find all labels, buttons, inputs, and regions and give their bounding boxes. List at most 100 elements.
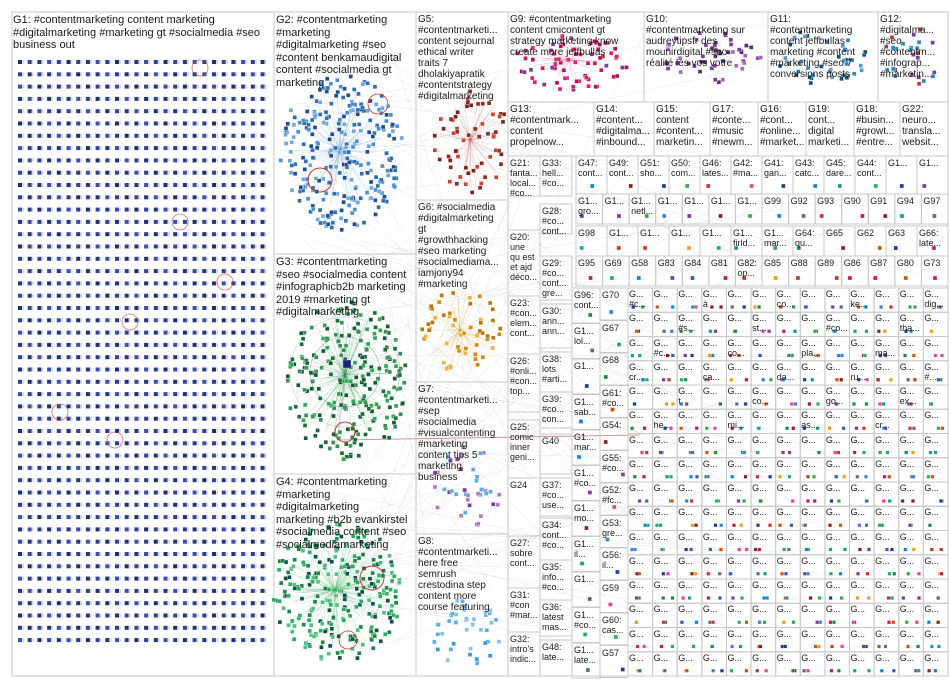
- graph-node: [28, 158, 32, 162]
- group-box-micro: [702, 579, 727, 603]
- graph-node: [154, 281, 158, 285]
- graph-node-shadow: [139, 85, 141, 89]
- graph-node: [18, 601, 22, 605]
- graph-node-shadow: [207, 577, 209, 581]
- graph-node: [57, 331, 61, 335]
- graph-node: [183, 454, 187, 458]
- graph-node-shadow: [119, 245, 121, 249]
- graph-node: [604, 375, 608, 379]
- graph-node: [806, 499, 810, 503]
- graph-node: [47, 589, 51, 593]
- graph-node-shadow: [226, 208, 228, 212]
- graph-node-shadow: [22, 195, 24, 199]
- graph-node: [67, 60, 71, 64]
- graph-node-shadow: [197, 85, 199, 89]
- graph-node: [360, 590, 364, 594]
- graph-node: [913, 305, 917, 309]
- graph-node: [326, 337, 330, 341]
- graph-node-shadow: [80, 441, 82, 445]
- graph-node-shadow: [129, 220, 131, 224]
- graph-node: [57, 318, 61, 322]
- graph-node-shadow: [265, 503, 267, 507]
- graph-node: [18, 454, 22, 458]
- graph-node-shadow: [177, 601, 179, 605]
- graph-node-shadow: [148, 355, 150, 359]
- graph-node: [778, 475, 782, 479]
- graph-node: [351, 102, 355, 106]
- graph-node-shadow: [187, 306, 189, 310]
- graph-node: [874, 184, 878, 188]
- group-box-grid-0-2: [638, 156, 669, 194]
- graph-node: [231, 380, 235, 384]
- graph-node: [574, 52, 578, 56]
- graph-node-shadow: [245, 466, 247, 470]
- graph-node: [202, 146, 206, 150]
- graph-node-shadow: [168, 626, 170, 630]
- graph-node: [364, 529, 368, 533]
- graph-node: [710, 305, 714, 309]
- graph-node: [300, 597, 304, 601]
- graph-node: [375, 628, 379, 632]
- graph-node-shadow: [177, 306, 179, 310]
- graph-node-shadow: [245, 134, 247, 138]
- graph-node: [300, 342, 304, 346]
- graph-node: [164, 564, 168, 568]
- graph-node-shadow: [110, 392, 112, 396]
- graph-node: [231, 269, 235, 273]
- graph-node: [37, 355, 41, 359]
- graph-node: [334, 594, 338, 598]
- graph-node-shadow: [110, 404, 112, 408]
- graph-node-shadow: [22, 601, 24, 605]
- graph-node: [231, 60, 235, 64]
- graph-node: [173, 380, 177, 384]
- group-box-micro: [850, 288, 875, 312]
- graph-node-shadow: [265, 343, 267, 347]
- graph-node: [637, 276, 641, 280]
- graph-node: [222, 515, 226, 519]
- graph-node-shadow: [177, 540, 179, 544]
- graph-node: [359, 443, 363, 447]
- graph-node: [261, 404, 265, 408]
- graph-node-shadow: [71, 257, 73, 261]
- graph-node-shadow: [61, 503, 63, 507]
- graph-node: [782, 548, 786, 552]
- graph-node: [586, 668, 590, 672]
- graph-node: [894, 246, 898, 250]
- graph-node: [173, 257, 177, 261]
- graph-node: [212, 552, 216, 556]
- graph-node: [144, 245, 148, 249]
- graph-node: [531, 46, 535, 50]
- graph-node: [304, 366, 308, 370]
- graph-node: [251, 306, 255, 310]
- graph-node-shadow: [61, 527, 63, 531]
- graph-node-shadow: [100, 392, 102, 396]
- graph-node: [28, 331, 32, 335]
- graph-node: [193, 368, 197, 372]
- graph-node: [436, 632, 440, 636]
- graph-node: [584, 76, 588, 80]
- graph-node: [251, 343, 255, 347]
- graph-node-shadow: [110, 306, 112, 310]
- graph-node: [37, 331, 41, 335]
- graph-node-shadow: [22, 454, 24, 458]
- group-box-micro: [850, 482, 875, 506]
- graph-node: [144, 331, 148, 335]
- graph-node-shadow: [32, 614, 34, 618]
- graph-node: [212, 183, 216, 187]
- graph-node-shadow: [187, 269, 189, 273]
- graph-node: [154, 601, 158, 605]
- graph-node: [222, 466, 226, 470]
- graph-node: [848, 276, 852, 280]
- graph-node: [385, 356, 389, 360]
- graph-node: [420, 327, 424, 331]
- graph-node-shadow: [129, 355, 131, 359]
- graph-node: [402, 381, 406, 385]
- graph-node: [589, 276, 593, 280]
- graph-node-shadow: [265, 540, 267, 544]
- graph-node-shadow: [216, 589, 218, 593]
- graph-node: [351, 310, 355, 314]
- graph-node-shadow: [90, 564, 92, 568]
- graph-node: [28, 122, 32, 126]
- graph-node-shadow: [187, 466, 189, 470]
- graph-node: [917, 82, 921, 86]
